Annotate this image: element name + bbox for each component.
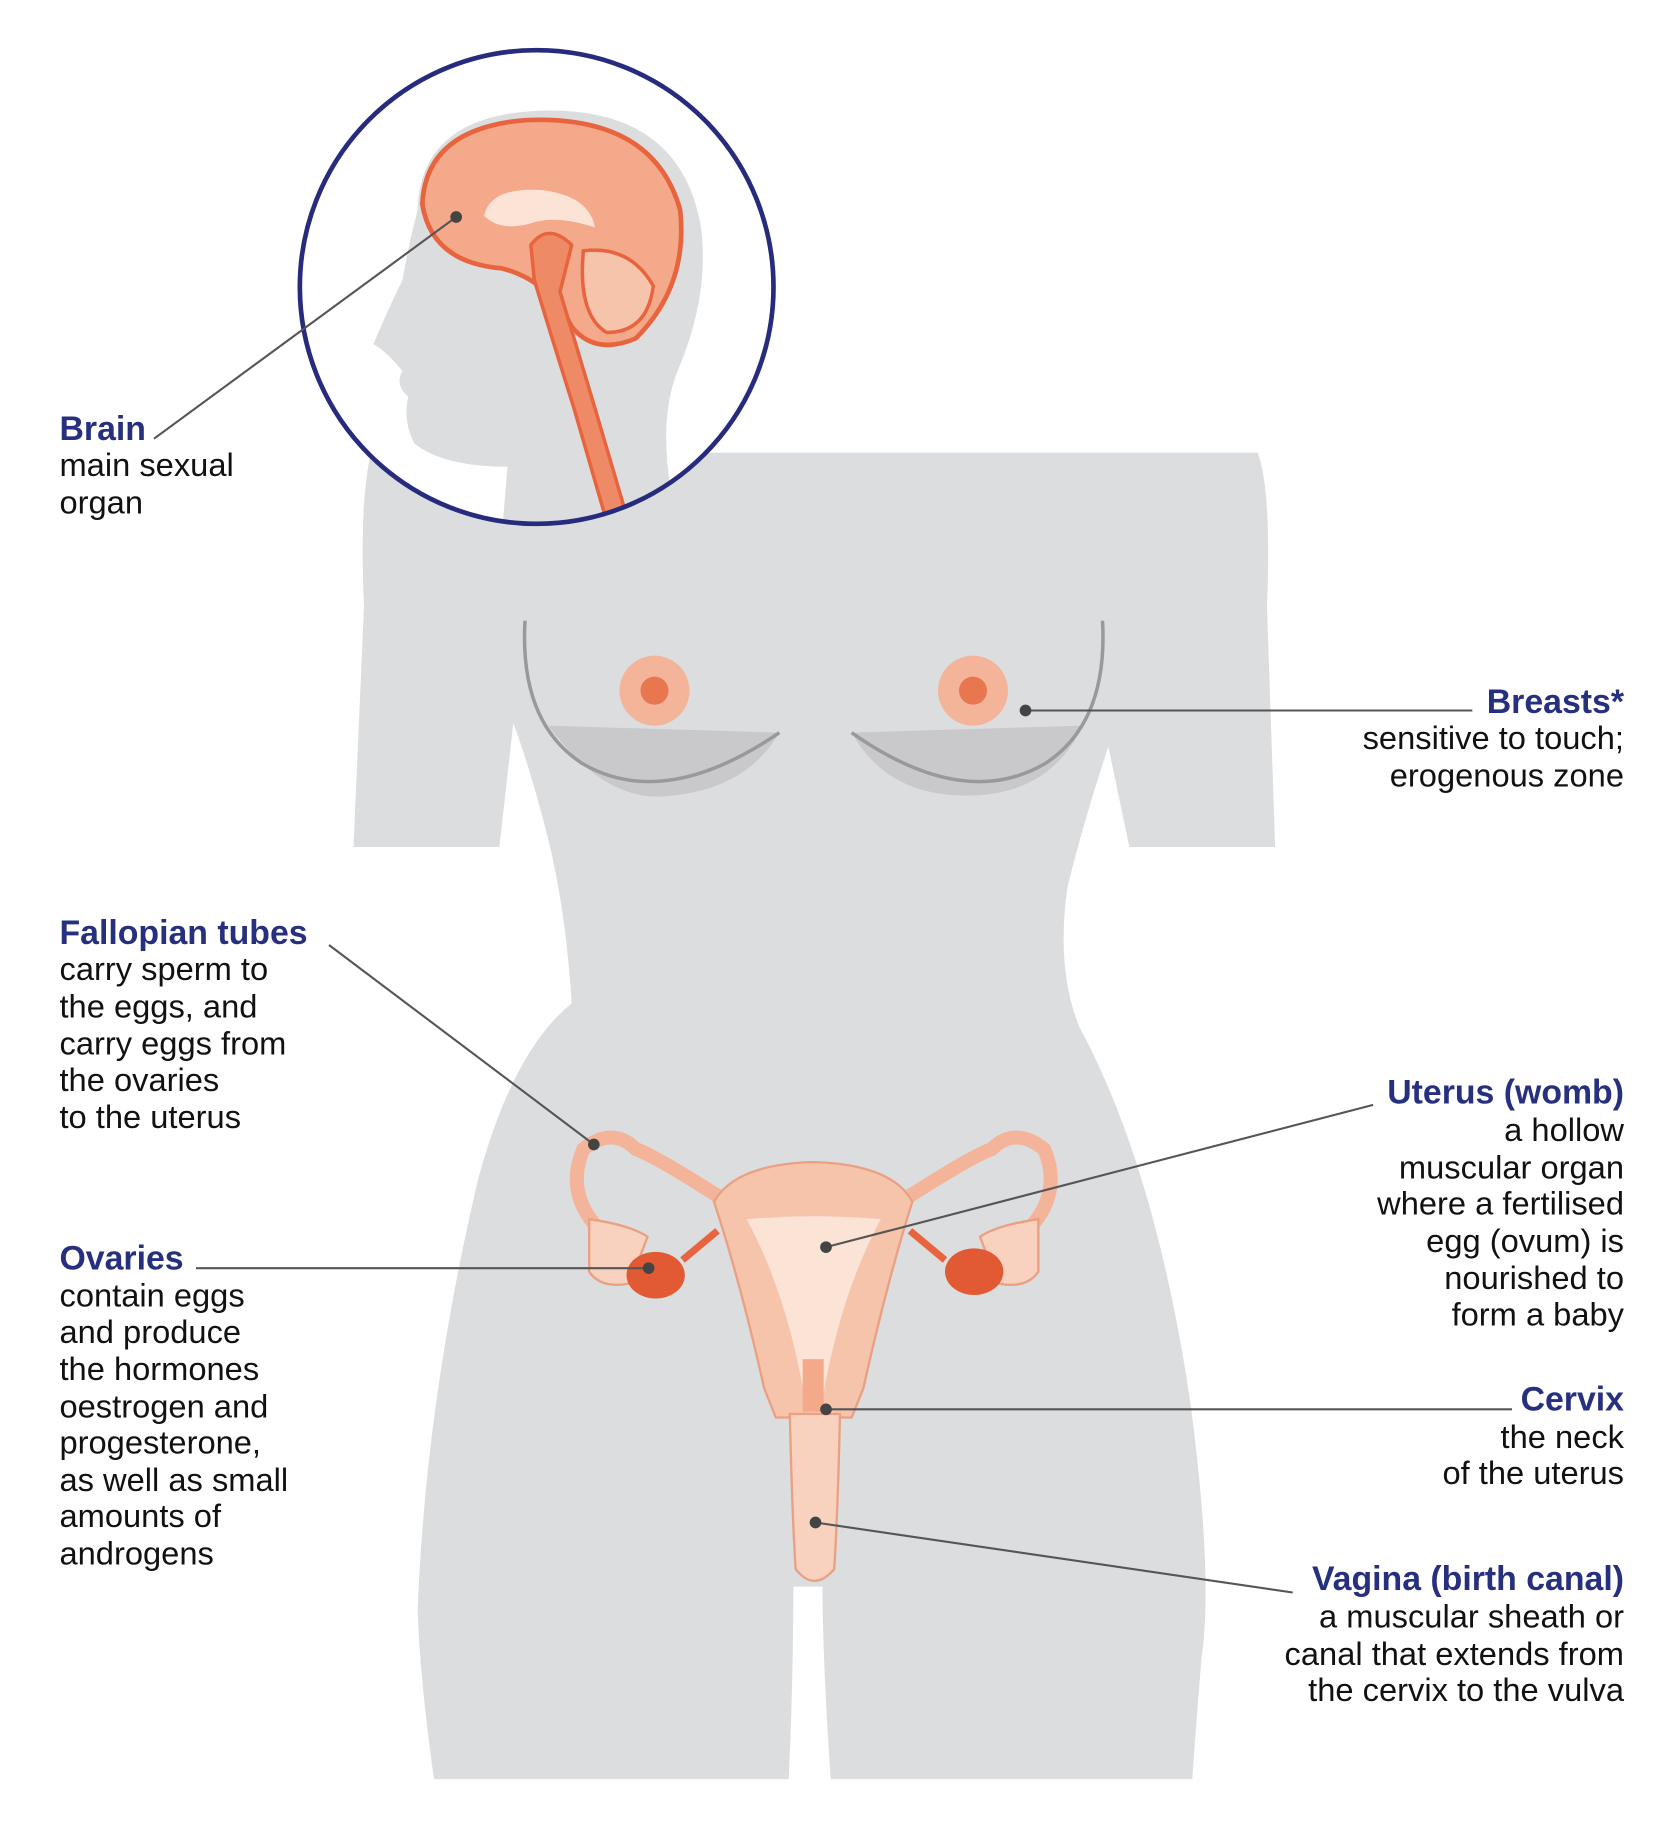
label-line: oestrogen and xyxy=(59,1388,268,1425)
fallopian-tube-left xyxy=(569,1130,722,1230)
label-title: Ovaries xyxy=(59,1239,183,1277)
label-line: contain eggs xyxy=(59,1277,244,1314)
label-line: androgens xyxy=(59,1535,213,1572)
label-line: amounts of xyxy=(59,1497,221,1534)
label-line: erogenous zone xyxy=(1390,756,1624,793)
label-title: Fallopian tubes xyxy=(59,914,307,952)
vagina xyxy=(788,1412,842,1582)
label-line: of the uterus xyxy=(1442,1454,1624,1491)
label-title: Breasts* xyxy=(1487,683,1625,721)
leader-lines xyxy=(153,211,1512,1594)
label-line: the cervix to the vulva xyxy=(1308,1671,1625,1708)
label-line: carry eggs from xyxy=(59,1025,286,1062)
label-line: carry sperm to xyxy=(59,950,268,987)
ovary-right xyxy=(945,1248,1004,1295)
label-line: the neck xyxy=(1501,1418,1625,1455)
label-line: the hormones xyxy=(59,1350,259,1387)
label-line: as well as small xyxy=(59,1461,288,1498)
label-title: Vagina (birth canal) xyxy=(1312,1560,1624,1598)
label-line: where a fertilised xyxy=(1376,1185,1624,1222)
label-line: form a baby xyxy=(1452,1295,1625,1332)
label-line: a muscular sheath or xyxy=(1319,1598,1624,1635)
label-title: Uterus (womb) xyxy=(1387,1074,1624,1112)
label-brain: Brain main sexual organ xyxy=(59,410,233,521)
label-line: main sexual xyxy=(59,446,233,483)
label-line: the ovaries xyxy=(59,1061,219,1098)
inset-circle-border xyxy=(297,47,776,527)
label-ovaries: Ovaries contain eggs and produce the hor… xyxy=(59,1239,288,1571)
label-line: muscular organ xyxy=(1399,1148,1624,1185)
label-line: canal that extends from xyxy=(1285,1635,1624,1672)
label-line: the eggs, and xyxy=(59,987,257,1024)
label-line: organ xyxy=(59,483,143,520)
label-title: Cervix xyxy=(1521,1381,1625,1419)
body-silhouette xyxy=(353,452,1276,1780)
brain-inset xyxy=(297,47,776,527)
label-line: to the uterus xyxy=(59,1098,241,1135)
label-fallopian-tubes: Fallopian tubes carry sperm to the eggs,… xyxy=(59,914,307,1135)
label-vagina: Vagina (birth canal) a muscular sheath o… xyxy=(1285,1560,1625,1708)
label-line: egg (ovum) is xyxy=(1426,1222,1624,1259)
label-line: progesterone, xyxy=(59,1424,261,1461)
label-line: and produce xyxy=(59,1313,241,1350)
breasts xyxy=(522,620,1105,797)
ovary-left xyxy=(626,1251,685,1299)
label-cervix: Cervix the neck of the uterus xyxy=(1442,1381,1624,1492)
label-line: sensitive to touch; xyxy=(1363,719,1624,756)
label-line: nourished to xyxy=(1444,1259,1624,1296)
label-breasts: Breasts* sensitive to touch; erogenous z… xyxy=(1363,683,1625,794)
label-title: Brain xyxy=(59,410,145,448)
label-line: a hollow xyxy=(1504,1111,1624,1148)
label-uterus: Uterus (womb) a hollow muscular organ wh… xyxy=(1376,1074,1625,1333)
